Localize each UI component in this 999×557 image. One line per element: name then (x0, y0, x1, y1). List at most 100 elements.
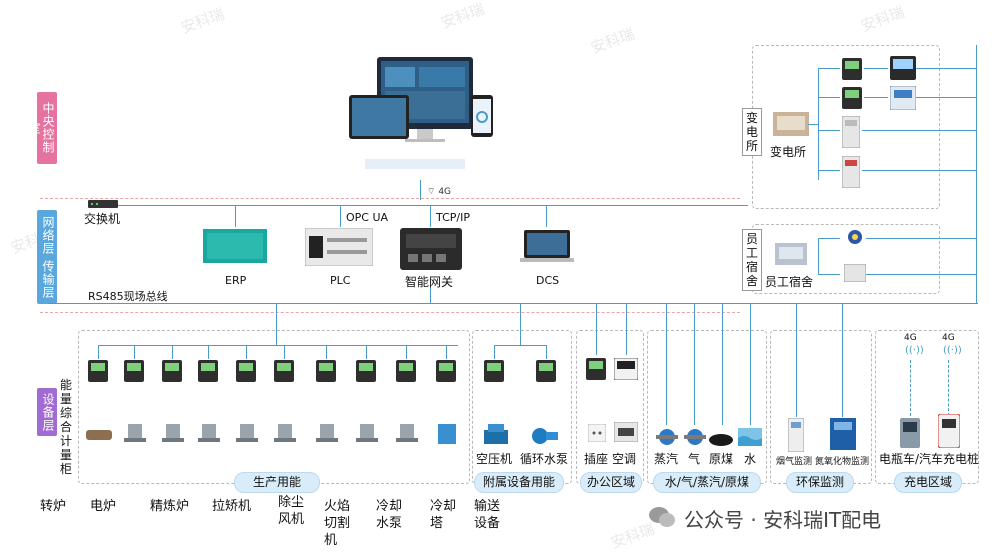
production-meter-icon (198, 360, 218, 382)
nox-monitor-icon (830, 418, 856, 450)
watermark: 安科瑞 (858, 2, 907, 36)
watermark: 安科瑞 (178, 4, 227, 38)
production-equipment-icon (124, 424, 146, 442)
production-equipment-icon (316, 424, 338, 442)
layer-separator (40, 198, 740, 199)
power-meter-icon (890, 86, 916, 110)
substation-tree-line (818, 68, 819, 180)
ev-charger-icon (938, 414, 960, 448)
substation-tree-line (818, 68, 840, 69)
substation-meter-icon (842, 87, 862, 109)
dorm-trunk-link (866, 238, 976, 239)
bottom-label: 冷却水泵 (376, 499, 403, 531)
erp-label: ERP (225, 274, 247, 287)
aux-item-label: 循环水泵 (520, 452, 569, 466)
watermark: 安科瑞 (588, 24, 637, 58)
bottom-label: 冷却塔 (430, 499, 457, 531)
aux-drop-line (494, 345, 495, 359)
production-drop-line (208, 345, 209, 359)
production-drop-line (276, 303, 277, 345)
aux-meter-icon (484, 360, 504, 382)
production-meter-icon (316, 360, 336, 382)
temperature-controller-icon (614, 358, 638, 380)
substation-trunk-link (862, 170, 976, 171)
water-meter-icon (848, 230, 862, 244)
switchgear-icon (842, 156, 860, 188)
production-equipment-icon (438, 424, 456, 444)
charge-wireless-line (948, 360, 950, 416)
cabinet-label: 能量综合计量柜 (60, 378, 73, 476)
charge-4g-label: 4G (942, 333, 955, 343)
production-equipment-icon (198, 424, 220, 442)
production-meter-icon (88, 360, 108, 382)
production-drop-line (366, 345, 367, 359)
charge-4g-label: 4G (904, 333, 917, 343)
utility-item-label: 蒸汽 (654, 452, 679, 466)
switch-label: 交换机 (84, 212, 121, 226)
coal-icon (709, 434, 733, 446)
erp-icon (203, 229, 267, 263)
env-group-pill: 环保监测 (786, 472, 854, 493)
central-4g-label: ⌔ 4G (427, 187, 452, 197)
protection-relay-icon (890, 56, 916, 80)
substation-tree-line (808, 124, 818, 125)
network-layer-label: 网络层 传输层 (37, 210, 57, 304)
dcs-drop-line (546, 205, 547, 227)
env-drop-line (842, 303, 843, 417)
aux-item-label: 空压机 (476, 452, 513, 466)
dorm-trunk-link (866, 274, 976, 275)
aux-meter-icon (536, 360, 556, 382)
water-pump-icon (532, 428, 558, 444)
production-drop-line (284, 345, 285, 359)
substation-link-line (864, 97, 888, 98)
dcs-label: DCS (536, 274, 560, 287)
utility-drop-line (666, 303, 667, 425)
production-drop-line (406, 345, 407, 359)
bottom-label: 除尘风机 (278, 495, 305, 527)
dorm-photo-icon (775, 243, 807, 265)
bottom-label: 转炉 (40, 499, 67, 514)
rs485-bus-line (48, 303, 978, 304)
utility-item-label: 水 (744, 452, 757, 466)
footer-caption: 公众号 · 安科瑞IT配电 (684, 508, 882, 532)
layer-separator (40, 312, 740, 313)
charge-group-pill: 充电区域 (894, 472, 962, 493)
aux-drop-line (546, 345, 547, 359)
env-drop-line (796, 303, 797, 417)
production-equipment-icon (396, 424, 418, 442)
production-drop-line (134, 345, 135, 359)
device-layer-label: 设备层 (37, 388, 57, 436)
erp-drop-line (235, 205, 236, 227)
wifi-signal-icon: ((·)) (943, 345, 962, 356)
substation-photo-icon (773, 112, 809, 136)
office-meter-icon (586, 358, 606, 380)
office-item-label: 插座 (584, 452, 609, 466)
plc-drop-line (340, 205, 341, 227)
dorm-tree-line (818, 238, 819, 274)
wechat-icon (648, 505, 676, 529)
ebike-charger-icon (900, 418, 920, 448)
water-icon (738, 428, 762, 446)
office-drop-line (626, 303, 627, 355)
substation-tree-line (818, 130, 840, 131)
air-compressor-icon (484, 424, 508, 444)
opc-ua-label: OPC UA (346, 211, 389, 224)
env-item-label: 烟气监测 (776, 457, 813, 467)
production-meter-icon (124, 360, 144, 382)
substation-meter-icon (842, 58, 862, 80)
production-equipment-icon (356, 424, 378, 442)
production-drop-line (446, 345, 447, 359)
plc-label: PLC (330, 274, 351, 287)
utility-item-label: 气 (688, 452, 701, 466)
production-equipment-icon (236, 424, 258, 442)
utility-group-pill: 水/气/蒸汽/原煤 (653, 472, 761, 493)
office-group-pill: 办公区域 (580, 472, 642, 493)
monitoring-screens-icon (349, 57, 493, 169)
gas-flowmeter-icon (684, 429, 706, 445)
utility-drop-line (750, 303, 751, 425)
dcs-icon (520, 230, 574, 262)
central-link-line (420, 180, 421, 200)
substation-tree-line (818, 97, 840, 98)
charge-wireless-line (910, 360, 912, 416)
gateway-icon (400, 228, 462, 270)
